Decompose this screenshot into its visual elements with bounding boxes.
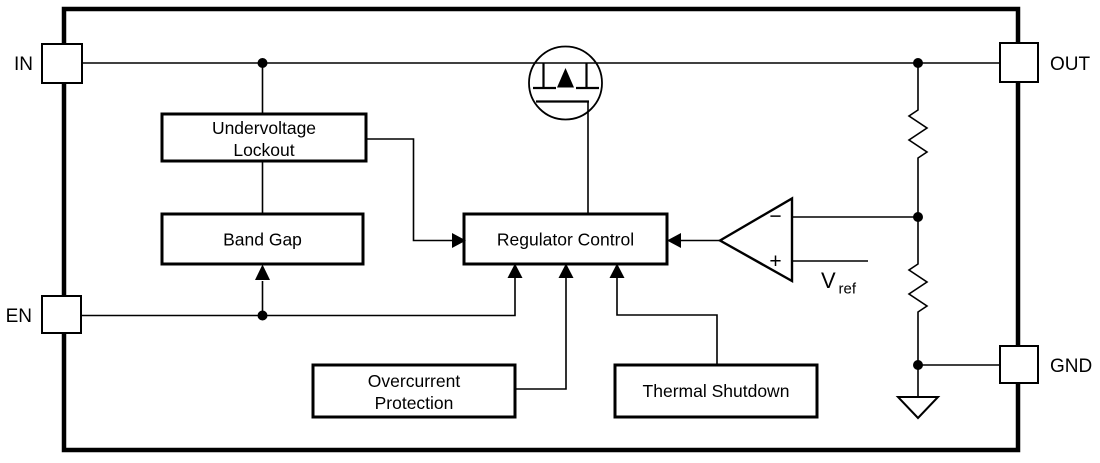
block-regulator-control: Regulator Control [462, 212, 669, 266]
arrowhead-en-into-regulator [507, 263, 523, 278]
band-gap-box [160, 212, 365, 266]
junction-dot-ground [913, 360, 923, 370]
pin-en-label: EN [6, 306, 32, 327]
junction-dots [257, 58, 923, 370]
arrowhead-uvlo-into-regulator [452, 233, 466, 248]
pin-gnd-pad [999, 345, 1039, 384]
overcurrent-protection-label-line2: Protection [375, 393, 454, 413]
overcurrent-protection-label-line1: Overcurrent [368, 371, 461, 391]
pin-gnd: GND [999, 345, 1092, 384]
thermal-shutdown-label: Thermal Shutdown [643, 381, 790, 401]
thermal-shutdown-box [613, 363, 819, 419]
junction-dot-in-rail [257, 58, 268, 68]
resistor-top-icon [907, 63, 929, 217]
undervoltage-lockout-label-line2: Lockout [233, 140, 294, 160]
pin-en: EN [6, 295, 82, 334]
pin-in-pad [41, 43, 83, 84]
block-undervoltage-lockout: Undervoltage Lockout [160, 112, 368, 163]
arrowhead-overcurrent-into-regulator [558, 263, 574, 278]
block-band-gap: Band Gap [160, 212, 365, 266]
vref-symbol: V [821, 268, 836, 293]
pin-in: IN [14, 43, 83, 84]
undervoltage-lockout-box [160, 112, 368, 163]
band-gap-label: Band Gap [223, 230, 302, 250]
chip-boundary [61, 6, 1021, 453]
pin-out-pad [999, 42, 1039, 83]
arrowhead-amp-into-regulator [667, 233, 681, 248]
wire-uvlo-to-regulator [366, 138, 452, 242]
regulator-control-box [462, 212, 669, 266]
junction-dot-feedback [913, 212, 923, 222]
pass-transistor-icon [533, 63, 599, 103]
wire-overcurrent-to-regulator [515, 278, 567, 390]
pin-en-pad [41, 295, 82, 334]
vref-subscript: ref [839, 281, 857, 298]
block-overcurrent-protection: Overcurrent Protection [311, 363, 517, 419]
junction-dot-en-rail [257, 310, 268, 321]
pin-out: OUT [999, 42, 1091, 83]
wire-thermal-to-regulator [616, 278, 718, 365]
mosfet-body-arrow [557, 68, 574, 88]
pin-in-label: IN [14, 54, 33, 75]
regulator-control-label: Regulator Control [497, 230, 634, 250]
arrowheads [255, 233, 681, 280]
noninverting-input-sign: + [769, 250, 781, 273]
resistor-bottom-icon [907, 217, 929, 365]
inverting-input-sign: − [769, 205, 781, 228]
block-thermal-shutdown: Thermal Shutdown [613, 363, 819, 419]
arrowhead-thermal-into-regulator [609, 263, 625, 278]
pin-out-label: OUT [1050, 54, 1091, 75]
arrowhead-into-bandgap [255, 264, 270, 280]
undervoltage-lockout-label-line1: Undervoltage [212, 118, 316, 138]
vref-label: V ref [821, 268, 857, 298]
pin-gnd-label: GND [1050, 356, 1092, 377]
wire-en-rail [81, 278, 516, 317]
overcurrent-protection-box [311, 363, 517, 419]
junction-dot-out-rail [913, 58, 923, 68]
wires [81, 62, 1000, 396]
error-amplifier-icon: − + [717, 196, 794, 284]
error-amplifier-triangle [717, 196, 794, 284]
ground-icon [895, 396, 941, 420]
